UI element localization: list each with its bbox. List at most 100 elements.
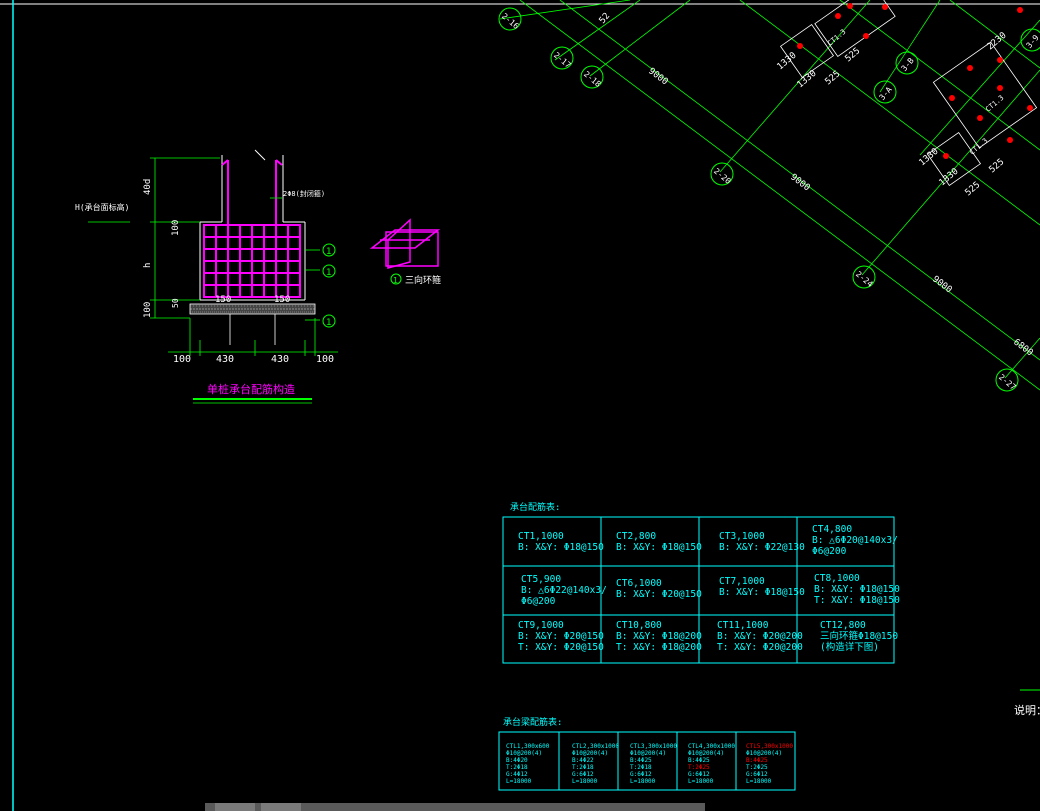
cap-cell-2-0-l3: T: X&Y: Φ20@150 — [518, 642, 604, 653]
plan-dim-2: 9000 — [788, 172, 811, 193]
beam-cell-3-l0: Φ10@200(4) — [688, 750, 724, 757]
beam-cell-0-l3: G:4Φ12 — [506, 771, 528, 778]
label-h: H(承台面标高) — [75, 202, 129, 212]
cap-cell-0-3-l3: Φ6@200 — [812, 546, 847, 557]
cap-cell-0-2-l1: CT3,1000 — [719, 531, 765, 542]
plan-dim-12: 525 — [844, 46, 863, 64]
cap-cell-1-1-l1: CT6,1000 — [616, 578, 662, 589]
cap-cell-2-3-l2: 三向环箍Φ18@150 — [820, 630, 898, 642]
cap-cell-2-2-l2: B: X&Y: Φ20@200 — [717, 631, 803, 642]
beam-cell-0-l0: Φ10@200(4) — [506, 750, 542, 757]
beam-cell-1-l2: T:2Φ18 — [572, 764, 594, 771]
plan-dim-11: 525 — [964, 180, 983, 198]
beam-cell-2-head: CTL3,300x1000 — [630, 743, 677, 750]
axis-bubbles: 2-16 2-17 2-18 2-20 2-24 2-27 3-B 3-A 3-… — [498, 7, 1040, 392]
beam-table-cells: CTL1,300x600 Φ10@200(4) B:4Φ20 T:2Φ18 G:… — [506, 743, 793, 785]
dim-150-left: 150 — [215, 295, 231, 305]
beam-cell-4-l0: Φ10@200(4) — [746, 750, 782, 757]
plan-dim-4: 6800 — [1011, 337, 1034, 358]
dim-100-top: 100 — [171, 220, 181, 236]
plan-tags: CT1.3 CT1.3 CT1.3 — [826, 28, 1005, 157]
pile-cap-table[interactable]: 承台配筋表: CT1,1000 B: X&Y: Φ18@150 CT2,800 … — [502, 501, 900, 664]
beam-cell-2-l4: L=18000 — [630, 778, 656, 785]
beam-cell-2-l3: G:6Φ12 — [630, 771, 652, 778]
pile-cap-table-title: 承台配筋表: — [510, 501, 560, 513]
cap-cell-1-2-l1: CT7,1000 — [719, 576, 765, 587]
dim-h: h — [143, 263, 153, 268]
dim-bottom-1: 100 — [173, 354, 191, 365]
beam-cell-0-l4: L=18000 — [506, 778, 532, 785]
beam-table-grid — [498, 731, 796, 791]
cap-cell-2-0-l2: B: X&Y: Φ20@150 — [518, 631, 604, 642]
dim-bottom-2: 430 — [216, 354, 234, 365]
cap-cell-2-1-l1: CT10,800 — [616, 620, 662, 631]
beam-cell-0-head: CTL1,300x600 — [506, 743, 550, 750]
legend-label: 三向环箍 — [405, 274, 441, 286]
dim-100-left: 100 — [143, 302, 153, 318]
cap-cell-2-0-l1: CT9,1000 — [518, 620, 564, 631]
plan-grid-lines — [499, 0, 1040, 391]
layout-tabs-bar[interactable] — [205, 803, 705, 811]
cap-cell-1-3-l1: CT8,1000 — [814, 573, 860, 584]
notes-label: 说明： — [1014, 703, 1040, 717]
cap-cell-0-1-l1: CT2,800 — [616, 531, 656, 542]
cap-cell-0-0-l2: B: X&Y: Φ18@150 — [518, 542, 604, 553]
beam-cell-0-l2: T:2Φ18 — [506, 764, 528, 771]
plan-dim-1: 9000 — [646, 66, 669, 87]
beam-cell-3-l3: G:6Φ12 — [688, 771, 710, 778]
cap-cell-1-0-l3: Φ6@200 — [521, 596, 556, 607]
plan-dim-13: 525 — [988, 157, 1007, 175]
plan-dim-7: 1330 — [796, 69, 819, 91]
tab-layout[interactable] — [261, 803, 301, 811]
dim-50: 50 — [171, 298, 180, 308]
cap-cell-0-0-l1: CT1,1000 — [518, 531, 564, 542]
cap-cell-0-3-l2: B: △6Φ20@140x3/ — [812, 535, 898, 546]
pile-cap-table-grid — [502, 516, 895, 664]
beam-cell-1-l4: L=18000 — [572, 778, 598, 785]
beam-cell-3-l4: L=18000 — [688, 778, 714, 785]
cushion-hatch — [189, 303, 316, 315]
cap-cell-2-2-l3: T: X&Y: Φ20@200 — [717, 642, 803, 653]
pile-cap-table-cells: CT1,1000 B: X&Y: Φ18@150 CT2,800 B: X&Y:… — [518, 524, 900, 653]
cap-cell-0-2-l2: B: X&Y: Φ22@130 — [719, 542, 805, 553]
callout-1: 1 — [326, 247, 331, 257]
cap-cell-1-1-l2: B: X&Y: Φ20@150 — [616, 589, 702, 600]
cap-cell-1-0-l1: CT5,900 — [521, 574, 561, 585]
pile-outline — [229, 314, 276, 345]
plan-view[interactable]: 2-16 2-17 2-18 2-20 2-24 2-27 3-B 3-A 3-… — [498, 0, 1040, 392]
hoop-symbol — [369, 218, 441, 269]
cap-cell-2-3-l3: (构造详下图) — [820, 641, 879, 653]
beam-cell-1-head: CTL2,300x1000 — [572, 743, 619, 750]
callout-2: 1 — [326, 268, 331, 278]
detail-title: 单桩承台配筋构造 — [207, 382, 295, 396]
beam-table[interactable]: 承台梁配筋表: CTL1,300x600 Φ10@200(4) B:4Φ20 T… — [498, 716, 796, 791]
beam-cell-1-l1: B:4Φ22 — [572, 757, 594, 764]
plan-tag-1: CT1.3 — [826, 28, 847, 48]
beam-cell-2-l2: T:2Φ18 — [630, 764, 652, 771]
cap-cell-2-1-l2: B: X&Y: Φ18@200 — [616, 631, 702, 642]
beam-table-title: 承台梁配筋表: — [503, 716, 562, 728]
cap-cell-0-1-l2: B: X&Y: Φ18@150 — [616, 542, 702, 553]
plan-piles — [797, 3, 1033, 159]
cap-cell-1-2-l2: B: X&Y: Φ18@150 — [719, 587, 805, 598]
beam-cell-1-l3: G:6Φ12 — [572, 771, 594, 778]
beam-cell-4-l1: B:4Φ25 — [746, 757, 768, 764]
legend-marker: 1 — [393, 276, 398, 285]
plan-tag-2: CT1.3 — [968, 137, 989, 157]
cap-cell-2-2-l1: CT11,1000 — [717, 620, 769, 631]
dim-bottom-4: 100 — [316, 354, 334, 365]
axis-3-a: 3-A — [878, 85, 894, 102]
foundation-detail[interactable]: H(承台面标高) 2Φ8(封闭箍) 40d 100 h 50 100 150 1… — [75, 149, 338, 404]
beam-cell-3-l2: T:2Φ25 — [688, 764, 710, 771]
tab-model[interactable] — [215, 803, 255, 811]
beam-cell-0-l1: B:4Φ20 — [506, 757, 528, 764]
axis-3-9: 3-9 — [1025, 33, 1040, 50]
hoop-legend[interactable]: 1 三向环箍 — [369, 218, 441, 286]
cap-cell-1-3-l3: T: X&Y: Φ18@150 — [814, 595, 900, 606]
dim-bottom-3: 430 — [271, 354, 289, 365]
callout-3: 1 — [326, 318, 331, 328]
beam-cell-3-head: CTL4,300x1000 — [688, 743, 735, 750]
plan-dim-8: 1330 — [918, 147, 941, 169]
dim-40d: 40d — [143, 179, 153, 195]
